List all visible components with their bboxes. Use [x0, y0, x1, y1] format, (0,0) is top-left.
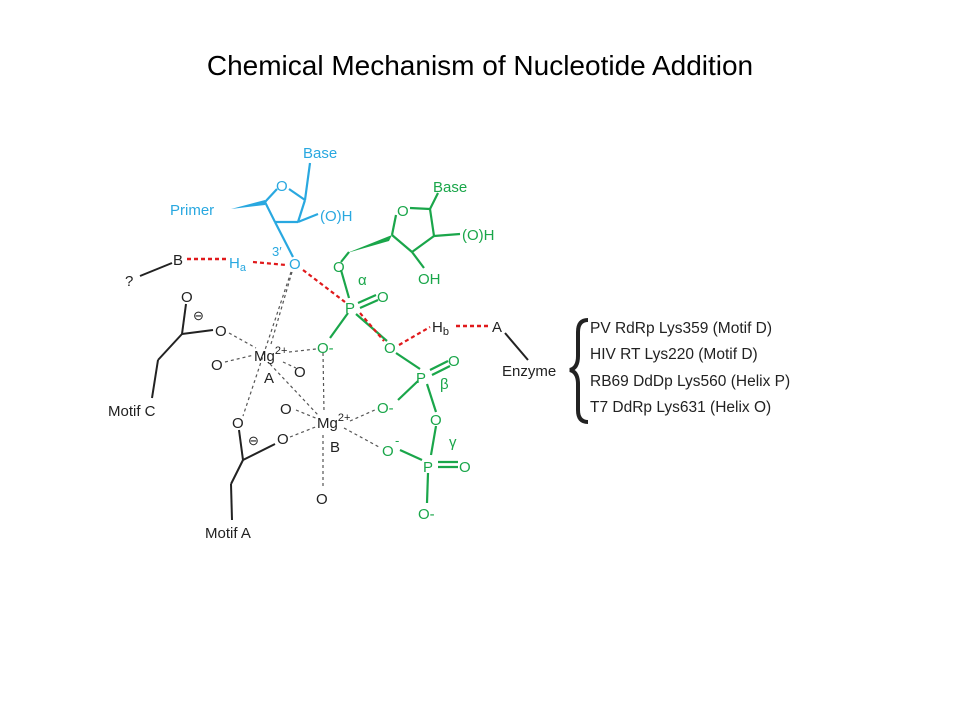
question-mark: ? — [125, 273, 133, 290]
gamma-o-minus-bottom: O- — [418, 506, 435, 523]
incoming-wedge-bond — [347, 235, 392, 253]
gamma-label: γ — [449, 434, 457, 451]
question-to-b-bond — [139, 262, 173, 277]
motif-a-carboxylate-oxygen: O — [277, 431, 289, 448]
primer-hydroxyl-label: (O)H — [320, 208, 353, 225]
phosphorus-gamma: P — [423, 459, 433, 476]
primer-wedge-bond — [231, 200, 265, 209]
motif-c-carbonyl-oxygen: O — [181, 289, 193, 306]
mg-ion-a-symbol: Mg — [254, 348, 275, 365]
primer-3prime-label: 3′ — [272, 244, 282, 259]
primer-label: Primer — [170, 202, 214, 219]
proton-hb: Hb — [432, 319, 449, 338]
primer-3prime-oxygen: O — [289, 256, 301, 273]
mg-ion-b-symbol: Mg — [317, 415, 338, 432]
beta-gamma-bridging-oxygen: O — [430, 412, 442, 429]
incoming-nucleotide-bonds — [329, 192, 461, 504]
primer-sugar — [264, 162, 319, 258]
gamma-o-minus-left: O — [382, 443, 394, 460]
incoming-base-label: Base — [433, 179, 467, 196]
phosphorus-alpha: P — [345, 300, 355, 317]
motif-c-carboxylate-oxygen: O — [215, 323, 227, 340]
mg-ion-a-label: A — [264, 370, 274, 387]
mg-ion-a-charge: 2+ — [275, 345, 288, 357]
mg-b-water-oxygen-top: O — [280, 401, 292, 418]
incoming-ring-oxygen: O — [397, 203, 409, 220]
motif-c-label: Motif C — [108, 403, 156, 420]
enzyme-list-item-4: T7 DdRp Lys631 (Helix O) — [590, 399, 771, 416]
beta-o-minus: O- — [377, 400, 394, 417]
mg-ion-b-label: B — [330, 439, 340, 456]
primer-base-label: Base — [303, 145, 337, 162]
enzyme-list-item-1: PV RdRp Lys359 (Motif D) — [590, 320, 772, 337]
motif-c-residue — [151, 303, 214, 399]
enzyme-label: Enzyme — [502, 363, 556, 380]
general-base-b: B — [173, 252, 183, 269]
proton-ha-symbol: H — [229, 255, 240, 272]
proton-ha: Ha — [229, 255, 247, 274]
mg-a-water-oxygen-right: O — [294, 364, 306, 381]
phosphorus-beta: P — [416, 370, 426, 387]
general-acid-a: A — [492, 319, 502, 336]
motif-a-label: Motif A — [205, 525, 251, 542]
proton-ha-subscript: a — [240, 262, 247, 274]
enzyme-list-item-2: HIV RT Lys220 (Motif D) — [590, 346, 758, 363]
o5-to-c5-bond — [340, 251, 350, 263]
proton-hb-subscript: b — [443, 326, 449, 338]
mg-ion-a: Mg2+ — [254, 345, 287, 365]
primer-ring-oxygen: O — [276, 178, 288, 195]
mg-b-water-oxygen-bottom: O — [316, 491, 328, 508]
beta-label: β — [440, 376, 449, 393]
motif-a-carbonyl-oxygen: O — [232, 415, 244, 432]
mg-ion-b-charge: 2+ — [338, 412, 351, 424]
alpha-o-minus: O- — [317, 340, 334, 357]
incoming-hydroxyl-label: (O)H — [462, 227, 495, 244]
mg-a-water-oxygen-left: O — [211, 357, 223, 374]
gamma-double-bond-oxygen: O — [459, 459, 471, 476]
alpha-label: α — [358, 272, 367, 289]
enzyme-list-item-3: RB69 DdDp Lys560 (Helix P) — [590, 373, 790, 390]
metal-coordination-bonds — [224, 271, 380, 488]
mg-ion-b: Mg2+ — [317, 412, 350, 432]
a-to-enzyme-bond — [504, 332, 529, 361]
enzyme-list-brace — [569, 318, 589, 424]
incoming-oh-label: OH — [418, 271, 441, 288]
reaction-bonds — [187, 257, 490, 346]
proton-hb-symbol: H — [432, 319, 443, 336]
motif-a-residue — [230, 429, 276, 521]
motif-c-negative-charge: ⊖ — [193, 308, 204, 323]
motif-a-negative-charge: ⊖ — [248, 433, 259, 448]
incoming-o5-oxygen: O — [333, 259, 345, 276]
alpha-double-bond-oxygen: O — [377, 289, 389, 306]
alpha-beta-bridging-oxygen: O — [384, 340, 396, 357]
beta-double-bond-oxygen: O — [448, 353, 460, 370]
gamma-o-minus-left-charge: - — [395, 433, 399, 448]
slide-title: Chemical Mechanism of Nucleotide Additio… — [206, 50, 754, 81]
